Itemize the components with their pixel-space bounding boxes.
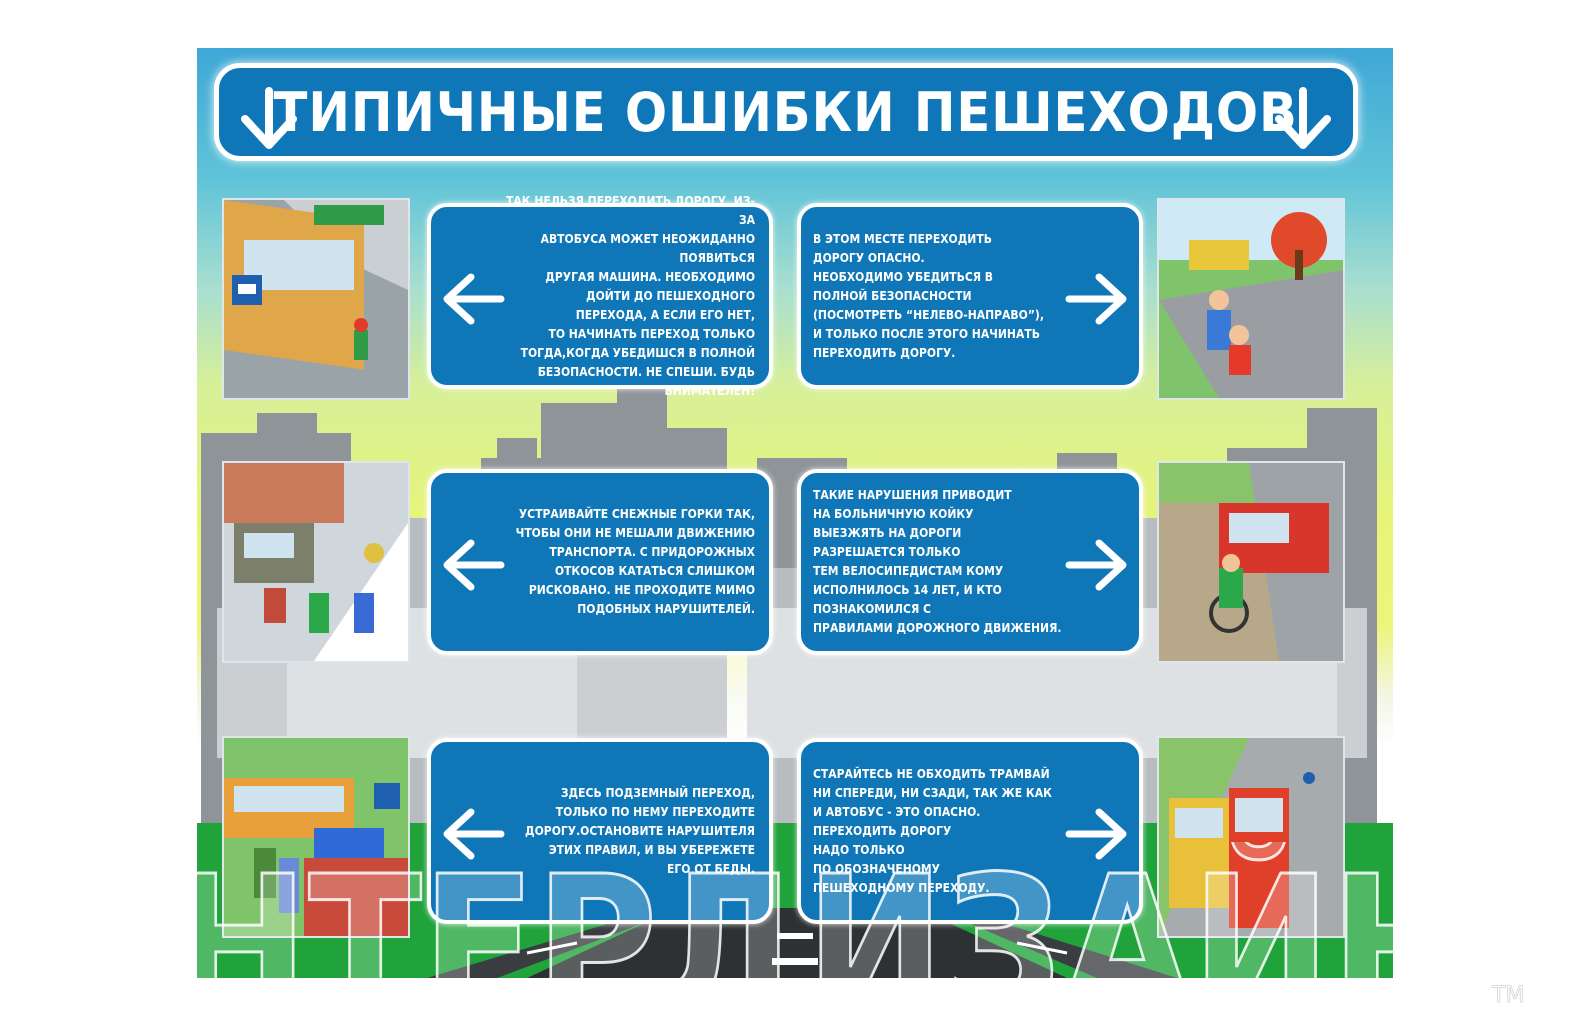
info-panel-3: УСТРАИВАЙТЕ СНЕЖНЫЕ ГОРКИ ТАК, ЧТОБЫ ОНИ… bbox=[427, 469, 773, 655]
poster: ТИПИЧНЫЕ ОШИБКИ ПЕШЕХОДОВ ТАК НЕЛЬЗЯ ПЕР… bbox=[197, 48, 1393, 978]
info-panel-2: В ЭТОМ МЕСТЕ ПЕРЕХОДИТЬ ДОРОГУ ОПАСНО. Н… bbox=[797, 203, 1143, 389]
panel-text: УСТРАИВАЙТЕ СНЕЖНЫЕ ГОРКИ ТАК, ЧТОБЫ ОНИ… bbox=[515, 507, 755, 616]
info-panel-4: ТАКИЕ НАРУШЕНИЯ ПРИВОДИТ НА БОЛЬНИЧНУЮ К… bbox=[797, 469, 1143, 655]
illustration-crossing-road bbox=[1157, 198, 1345, 400]
arrow-down-icon bbox=[1275, 87, 1331, 149]
panel-text: В ЭТОМ МЕСТЕ ПЕРЕХОДИТЬ ДОРОГУ ОПАСНО. Н… bbox=[813, 231, 1044, 360]
watermark-text: ИНТЕРДИЗАЙН bbox=[30, 842, 1470, 1017]
illustration-snow-hill bbox=[222, 461, 410, 663]
info-panel-5: ЗДЕСЬ ПОДЗЕМНЫЙ ПЕРЕХОД, ТОЛЬКО ПО НЕМУ … bbox=[427, 738, 773, 924]
panel-text: ТАКИЕ НАРУШЕНИЯ ПРИВОДИТ НА БОЛЬНИЧНУЮ К… bbox=[813, 488, 1062, 635]
panel-text: ЗДЕСЬ ПОДЗЕМНЫЙ ПЕРЕХОД, ТОЛЬКО ПО НЕМУ … bbox=[525, 785, 755, 876]
illustration-cyclist-accident bbox=[1157, 461, 1345, 663]
arrow-left-icon bbox=[443, 539, 505, 591]
watermark: ИНТЕРДИЗАЙН TM bbox=[30, 842, 1525, 1017]
page-title: ТИПИЧНЫЕ ОШИБКИ ПЕШЕХОДОВ bbox=[273, 80, 1299, 144]
info-panel-1: ТАК НЕЛЬЗЯ ПЕРЕХОДИТЬ ДОРОГУ. ИЗ-ЗА АВТО… bbox=[427, 193, 773, 398]
arrow-left-icon bbox=[443, 808, 505, 860]
arrow-right-icon bbox=[1065, 273, 1127, 325]
illustration-bus-stop bbox=[222, 198, 410, 400]
title-banner: ТИПИЧНЫЕ ОШИБКИ ПЕШЕХОДОВ bbox=[214, 63, 1358, 161]
arrow-left-icon bbox=[443, 273, 505, 325]
arrow-down-icon bbox=[241, 87, 297, 149]
watermark-tm: TM bbox=[1491, 983, 1524, 1008]
illustration-underpass bbox=[222, 736, 410, 938]
panel-text: СТАРАЙТЕСЬ НЕ ОБХОДИТЬ ТРАМВАЙ НИ СПЕРЕД… bbox=[813, 766, 1052, 895]
info-panel-6: СТАРАЙТЕСЬ НЕ ОБХОДИТЬ ТРАМВАЙ НИ СПЕРЕД… bbox=[797, 738, 1143, 924]
arrow-right-icon bbox=[1065, 808, 1127, 860]
arrow-right-icon bbox=[1065, 539, 1127, 591]
panel-text: ТАК НЕЛЬЗЯ ПЕРЕХОДИТЬ ДОРОГУ. ИЗ-ЗА АВТО… bbox=[506, 193, 755, 398]
illustration-tram bbox=[1157, 736, 1345, 938]
